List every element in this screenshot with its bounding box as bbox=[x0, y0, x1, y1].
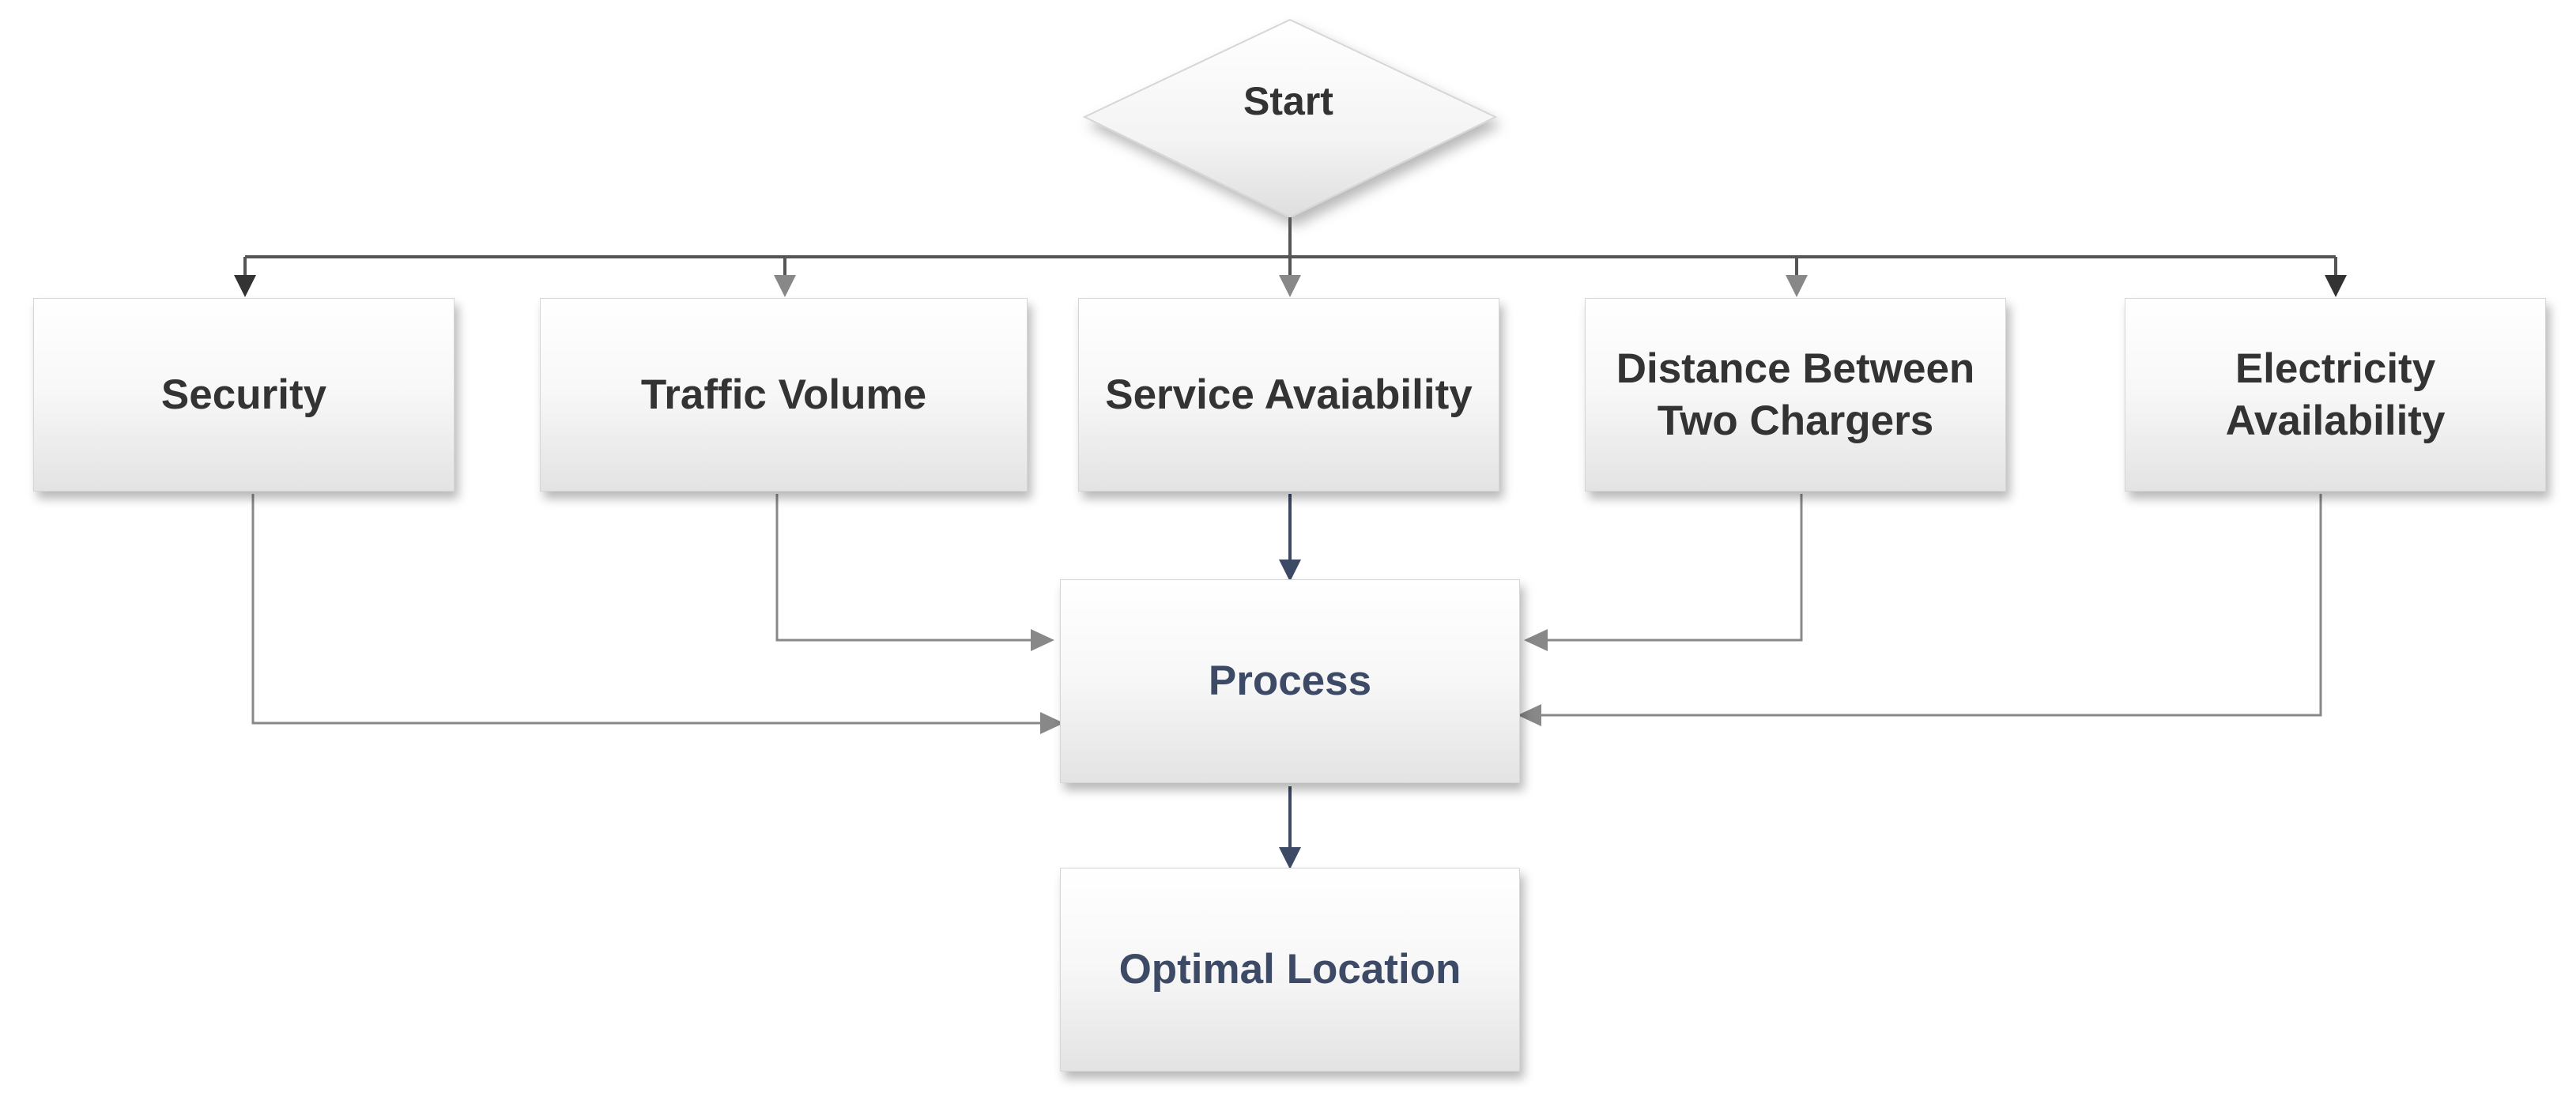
criterion-electricity-availability: Electricity Availability bbox=[2125, 298, 2546, 492]
criterion-traffic-volume-label: Traffic Volume bbox=[640, 371, 927, 418]
criterion-service-availability: Service Avaiability bbox=[1078, 298, 1499, 492]
criterion-security: Security bbox=[33, 298, 454, 492]
start-arrowheads bbox=[234, 275, 2347, 297]
arrow-to-service-availability bbox=[1279, 275, 1301, 297]
optimal-location-box: Optimal Location bbox=[1060, 868, 1520, 1072]
arrow-traffic-to-process bbox=[1031, 629, 1054, 651]
start-label: Start bbox=[1243, 79, 1333, 123]
arrow-process-to-result bbox=[1279, 847, 1301, 869]
criterion-service-availability-label: Service Avaiability bbox=[1105, 371, 1473, 418]
arrow-to-electricity bbox=[2325, 275, 2347, 297]
start-distribution-lines bbox=[243, 217, 2337, 277]
optimal-location-label: Optimal Location bbox=[1118, 946, 1461, 993]
criterion-distance-between-chargers: Distance Between Two Chargers bbox=[1585, 298, 2006, 492]
criterion-electricity-label: Electricity Availability bbox=[2225, 345, 2446, 444]
arrow-to-security bbox=[234, 275, 256, 297]
process-label: Process bbox=[1208, 658, 1372, 704]
criterion-traffic-volume: Traffic Volume bbox=[540, 298, 1028, 492]
criteria-to-process-lines bbox=[251, 494, 2322, 725]
criterion-security-label: Security bbox=[160, 371, 327, 418]
arrow-service-to-process bbox=[1279, 560, 1301, 582]
criterion-distance-label: Distance Between Two Chargers bbox=[1616, 345, 1975, 444]
process-side-arrowheads bbox=[1031, 629, 1548, 734]
arrow-distance-to-process bbox=[1524, 629, 1548, 651]
arrow-to-traffic-volume bbox=[774, 275, 796, 297]
arrow-security-to-process bbox=[1040, 712, 1064, 734]
arrow-to-distance bbox=[1786, 275, 1808, 297]
process-box: Process bbox=[1060, 579, 1520, 783]
arrow-electricity-to-process bbox=[1518, 704, 1541, 726]
